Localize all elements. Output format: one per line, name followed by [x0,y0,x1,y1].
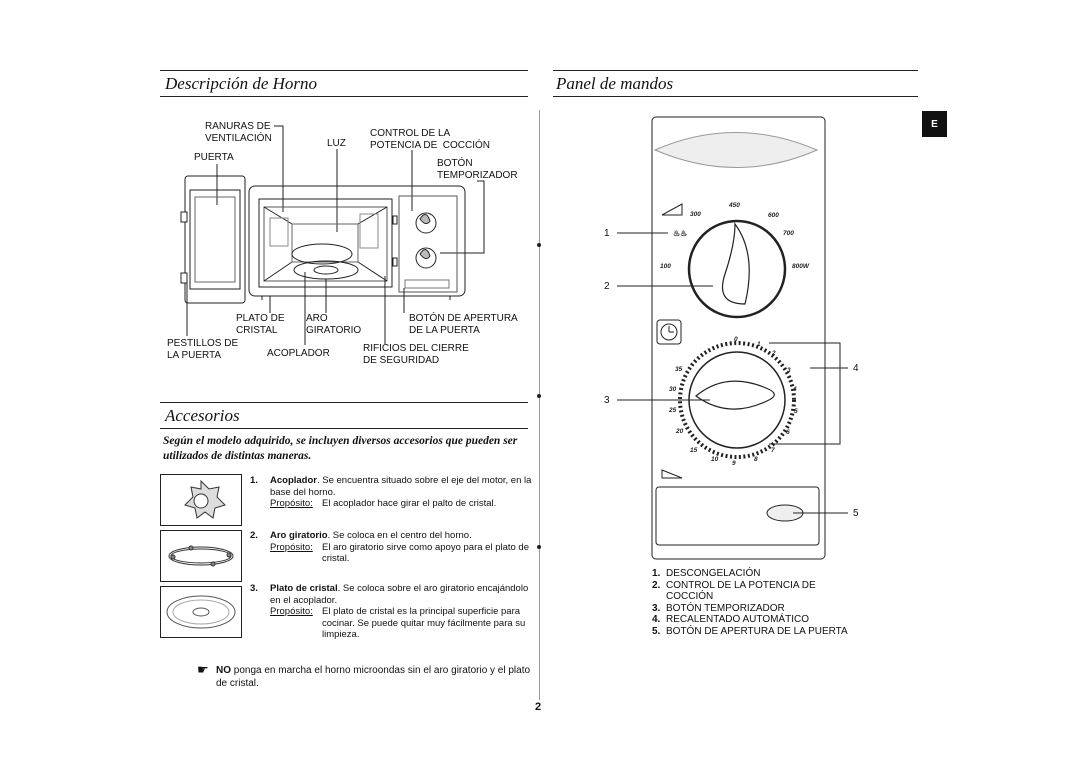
legend-item-1: 1.DESCONGELACIÓN [652,568,761,579]
divider-dot [537,394,541,398]
callout-5: 5 [853,508,859,519]
svg-text:10: 10 [711,456,719,463]
label-safety-holes: RIFICIOS DEL CIERRE DE SEGURIDAD [363,343,469,366]
svg-text:25: 25 [668,407,677,414]
svg-text:2: 2 [771,350,776,357]
accessory-item-1: 1. Acoplador. Se encuentra situado sobre… [250,475,532,509]
power-mark-700: 700 [783,230,794,237]
power-mark-300: 300 [690,211,701,218]
svg-text:30: 30 [669,386,677,393]
label-vent-slots: RANURAS DE VENTILACIÓN [205,121,272,144]
label-door-latches: PESTILLOS DE LA PUERTA [167,338,239,361]
accessory-item-2: 2. Aro giratorio. Se coloca en el centro… [250,530,530,564]
panel-legend: 1.DESCONGELACIÓN 2.CONTROL DE LA POTENCI… [652,568,872,637]
label-roller-ring: ARO GIRATORIO [306,313,362,336]
callout-2: 2 [604,281,610,292]
accessories-intro: Según el modelo adquirido, se incluyen d… [163,435,518,462]
svg-text:35: 35 [675,366,683,373]
legend-item-3: 3.BOTÓN TEMPORIZADOR [652,602,785,614]
label-door-release: BOTÓN DE APERTURA DE LA PUERTA [409,313,518,336]
section-rule [553,70,918,71]
section-rule [160,428,528,429]
section-rule [160,402,528,403]
panel-title: Panel de mandos [556,74,674,93]
svg-text:9: 9 [732,460,736,467]
label-glass-plate: PLATO DE CRISTAL [236,313,285,336]
label-power-control: CONTROL DE LA POTENCIA DE COCCIÓN [370,128,491,151]
section-rule [160,70,528,71]
pointing-hand-icon: ☛ [197,662,209,677]
section-rule [553,96,918,97]
power-mark-800w: 800W [792,263,810,270]
glass-plate-image [160,586,242,638]
legend-item-2: 2.CONTROL DE LA POTENCIA DE COCCIÓN [652,579,816,603]
legend-item-5: 5.BOTÓN DE APERTURA DE LA PUERTA [652,625,848,637]
defrost-icon: ♨♨ [673,229,687,238]
label-timer-button: BOTÓN TEMPORIZADOR [437,158,518,181]
page-number: 2 [535,701,542,713]
section-rule [160,96,528,97]
language-tab: E [922,111,947,137]
svg-text:5: 5 [794,408,798,415]
legend-item-4: 4.RECALENTADO AUTOMÁTICO [652,614,809,625]
power-mark-100: 100 [660,263,671,270]
roller-ring-image [160,530,242,582]
column-divider [539,110,540,700]
callout-4: 4 [853,363,859,374]
svg-text:15: 15 [690,447,698,454]
label-light: LUZ [327,138,346,149]
svg-text:3: 3 [787,367,791,374]
svg-text:4: 4 [792,386,797,393]
svg-text:6: 6 [786,429,790,436]
accessory-item-3: 3. Plato de cristal. Se coloca sobre el … [250,583,529,640]
callout-1: 1 [604,228,610,239]
warning-note: NO ponga en marcha el horno microondas s… [216,665,531,689]
divider-dot [537,545,541,549]
svg-text:20: 20 [675,428,684,435]
callout-3: 3 [604,395,610,406]
svg-text:7: 7 [771,447,775,454]
oven-title: Descripción de Horno [165,74,318,93]
divider-dot [537,243,541,247]
coupler-image [160,474,242,526]
svg-text:1: 1 [757,341,761,348]
timer-mark-0: 0 [734,336,738,343]
label-door: PUERTA [194,152,234,163]
power-mark-600: 600 [768,212,779,219]
accessories-title: Accesorios [165,406,240,425]
power-mark-450: 450 [728,202,740,209]
label-coupler: ACOPLADOR [267,348,330,359]
svg-text:8: 8 [754,456,758,463]
